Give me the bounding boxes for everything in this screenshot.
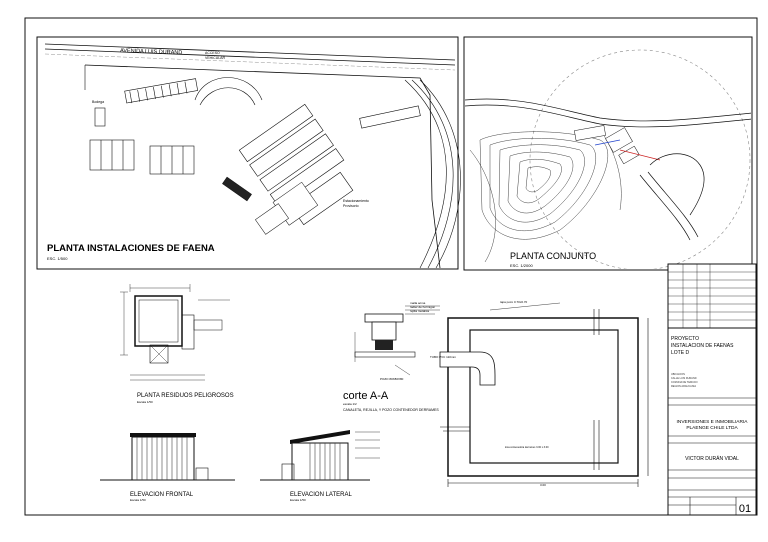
- side-elevation-title: ELEVACION LATERAL: [290, 492, 352, 498]
- svg-text:Provisorio: Provisorio: [343, 204, 359, 208]
- front-elevation-view: ELEVACION FRONTAL Escala 1/50: [100, 433, 235, 502]
- project-lot: LOTE D: [671, 350, 689, 356]
- svg-text:malla acma: malla acma: [410, 301, 426, 305]
- svg-text:tapa pozo 0.70x0.70: tapa pozo 0.70x0.70: [500, 300, 528, 304]
- site-plan-title: PLANTA INSTALACIONES DE FAENA: [47, 243, 215, 254]
- svg-text:VEHICULAR: VEHICULAR: [205, 56, 226, 60]
- owner-name-line2: PLAENGE CHILE LTDA: [686, 425, 738, 431]
- sheet-number: 01: [739, 503, 751, 515]
- svg-text:Estacionamiento: Estacionamiento: [343, 199, 369, 203]
- svg-text:UBICACION: UBICACION: [671, 373, 685, 376]
- svg-text:REGION ARAUCANIA: REGION ARAUCANIA: [671, 385, 696, 388]
- project-name: INSTALACION DE FAENAS: [671, 343, 734, 349]
- architect-name: VICTOR DURÁN VIDAL: [685, 455, 739, 462]
- svg-text:Escala 1/50: Escala 1/50: [130, 498, 146, 502]
- svg-text:Escala 1/50: Escala 1/50: [137, 400, 153, 404]
- svg-text:Escala 1/50: Escala 1/50: [290, 498, 306, 502]
- side-elevation-view: ELEVACION LATERAL Escala 1/50: [260, 430, 380, 502]
- svg-text:CALLE LUIS DURAND: CALLE LUIS DURAND: [671, 377, 697, 380]
- owner-name: INVERSIONES E INMOBILIARIA: [677, 419, 749, 425]
- svg-text:losa contenedora derrames 3.00: losa contenedora derrames 3.00 x 3.00: [505, 446, 549, 449]
- svg-text:radier de hormigon: radier de hormigon: [410, 305, 436, 309]
- svg-text:Bodega: Bodega: [92, 100, 104, 104]
- front-elevation-title: ELEVACION FRONTAL: [130, 492, 194, 498]
- site-plan-panel: Estacionamiento Provisorio Bodega AVENID…: [36, 36, 461, 270]
- svg-text:COMUNA DE TEMUCO: COMUNA DE TEMUCO: [671, 381, 698, 384]
- overall-plan-panel: PLANTA CONJUNTO ESC. 1/2000: [463, 36, 753, 271]
- overall-plan-scale: ESC. 1/2000: [510, 263, 533, 268]
- svg-text:rejilla metalica: rejilla metalica: [410, 309, 429, 313]
- svg-text:TUBO PVC 110mm: TUBO PVC 110mm: [430, 355, 456, 359]
- site-plan-scale: ESC. 1/500: [47, 256, 68, 261]
- containment-detail: tapa pozo 0.70x0.70 TUBO PVC 110mm losa …: [430, 300, 649, 487]
- svg-text:POZO 80X80X80: POZO 80X80X80: [380, 377, 404, 381]
- waste-plan-view: PLANTA RESIDUOS PELIGROSOS Escala 1/50: [120, 284, 234, 404]
- section-aa-view: malla acma radier de hormigon rejilla me…: [343, 301, 440, 412]
- section-title: corte A-A: [343, 390, 389, 402]
- title-block: PROYECTO INSTALACION DE FAENAS LOTE D UB…: [667, 263, 757, 516]
- section-subtitle: CANALETA, REJILLA, Y POZO CONTENEDOR DER…: [343, 408, 439, 412]
- street-name: AVENIDA LUIS DURAND: [120, 48, 182, 56]
- svg-text:3.00: 3.00: [540, 483, 546, 487]
- waste-plan-title: PLANTA RESIDUOS PELIGROSOS: [137, 393, 234, 399]
- overall-plan-title: PLANTA CONJUNTO: [510, 251, 596, 261]
- project-label: PROYECTO: [671, 336, 699, 342]
- svg-text:escala 1/2: escala 1/2: [343, 402, 357, 406]
- svg-text:ACCESO: ACCESO: [205, 51, 220, 55]
